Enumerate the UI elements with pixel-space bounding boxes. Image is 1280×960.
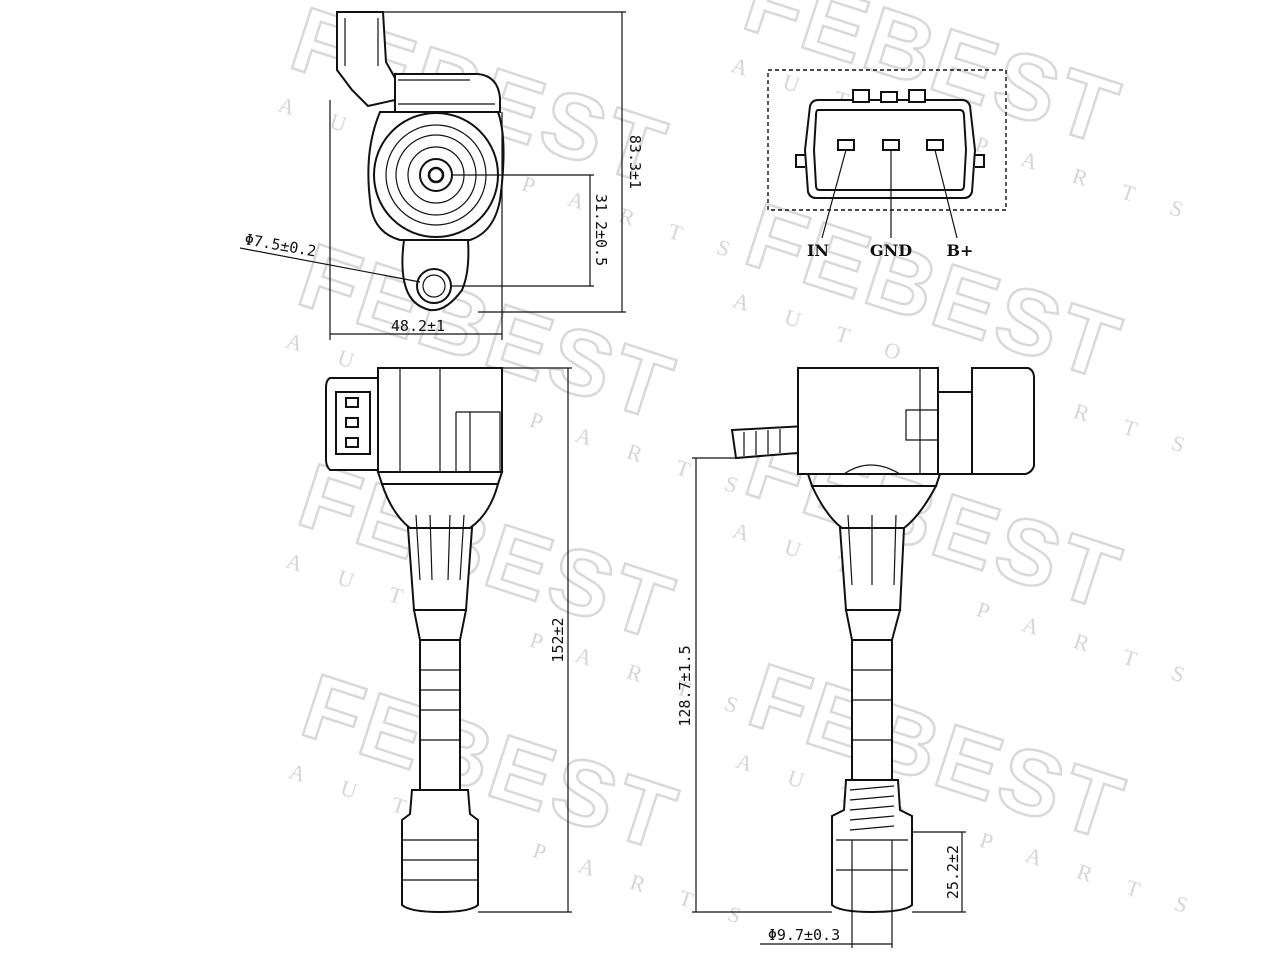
side-base-arc (843, 464, 901, 475)
side-boot-bands (836, 839, 908, 912)
dim-front-length-lines (478, 367, 572, 913)
pin-label-gnd: GND (870, 241, 912, 260)
connector-pinout: IN GND B+ (767, 69, 1007, 260)
dim-front-length-label: 152±2 (549, 617, 567, 662)
top-center-pin (427, 166, 445, 184)
front-view: 152±2 (325, 367, 572, 914)
side-boot (831, 779, 913, 914)
top-main-body (367, 111, 505, 241)
front-pin-2 (345, 417, 359, 428)
front-connector-face (335, 391, 371, 455)
side-spring-coil (849, 785, 895, 831)
connector-key-1 (852, 89, 870, 103)
front-shaft-taper (412, 609, 468, 641)
front-shaft (419, 639, 461, 791)
side-head (797, 367, 939, 475)
pin-leaders (821, 149, 958, 239)
dim-top-height-lines (383, 11, 626, 313)
side-connector-neck (937, 391, 976, 475)
side-shaft-grooves (852, 669, 892, 741)
dim-side-length-label: 128.7±1.5 (676, 645, 694, 726)
dim-side-length-lines (692, 457, 832, 913)
top-view: 83.3±1 31.2±0.5 48.2±1 Φ7.5±0.2 (239, 11, 644, 340)
connector-key-2 (880, 91, 898, 103)
connector-key-3 (908, 89, 926, 103)
side-view: 128.7±1.5 25.2±2 Φ9.7±0.3 (676, 367, 1035, 948)
side-ribs (847, 514, 897, 586)
top-connector-ribs (344, 18, 379, 66)
pin-label-bplus: B+ (947, 241, 974, 260)
dim-top-center-lines (452, 174, 594, 287)
front-shaft-grooves (420, 669, 460, 741)
front-pin-1 (345, 397, 359, 408)
dim-top-center-label: 31.2±0.5 (592, 194, 610, 266)
side-shaft (851, 639, 893, 781)
connector-side-latches (795, 154, 985, 168)
dim-hole-leader (239, 247, 421, 283)
dim-boot-length-lines (912, 831, 966, 913)
side-connector (971, 367, 1035, 475)
dim-top-width-label: 48.2±1 (391, 317, 445, 335)
top-mount-hole (416, 268, 452, 304)
side-tab-ribs (743, 429, 781, 456)
front-boot (401, 789, 479, 914)
side-shaft-taper (844, 609, 902, 641)
dim-top-width-lines (329, 100, 503, 340)
connector-inner-wall (812, 109, 968, 191)
top-mount-hole-inner (422, 274, 446, 298)
front-pin-3 (345, 437, 359, 448)
front-ribs (415, 514, 465, 581)
dim-boot-length-label: 25.2±2 (944, 845, 962, 899)
front-boot-bands (402, 839, 478, 881)
top-bracket-lines (398, 79, 495, 105)
pin-label-in: IN (807, 241, 829, 260)
dim-boot-diameter-label: Φ9.7±0.3 (768, 926, 840, 944)
dim-top-height-label: 83.3±1 (626, 135, 644, 189)
dim-boot-diameter-lines (760, 912, 893, 948)
front-head-details (399, 368, 501, 472)
pinout-frame (767, 69, 1007, 211)
top-upper-bracket (394, 73, 501, 113)
